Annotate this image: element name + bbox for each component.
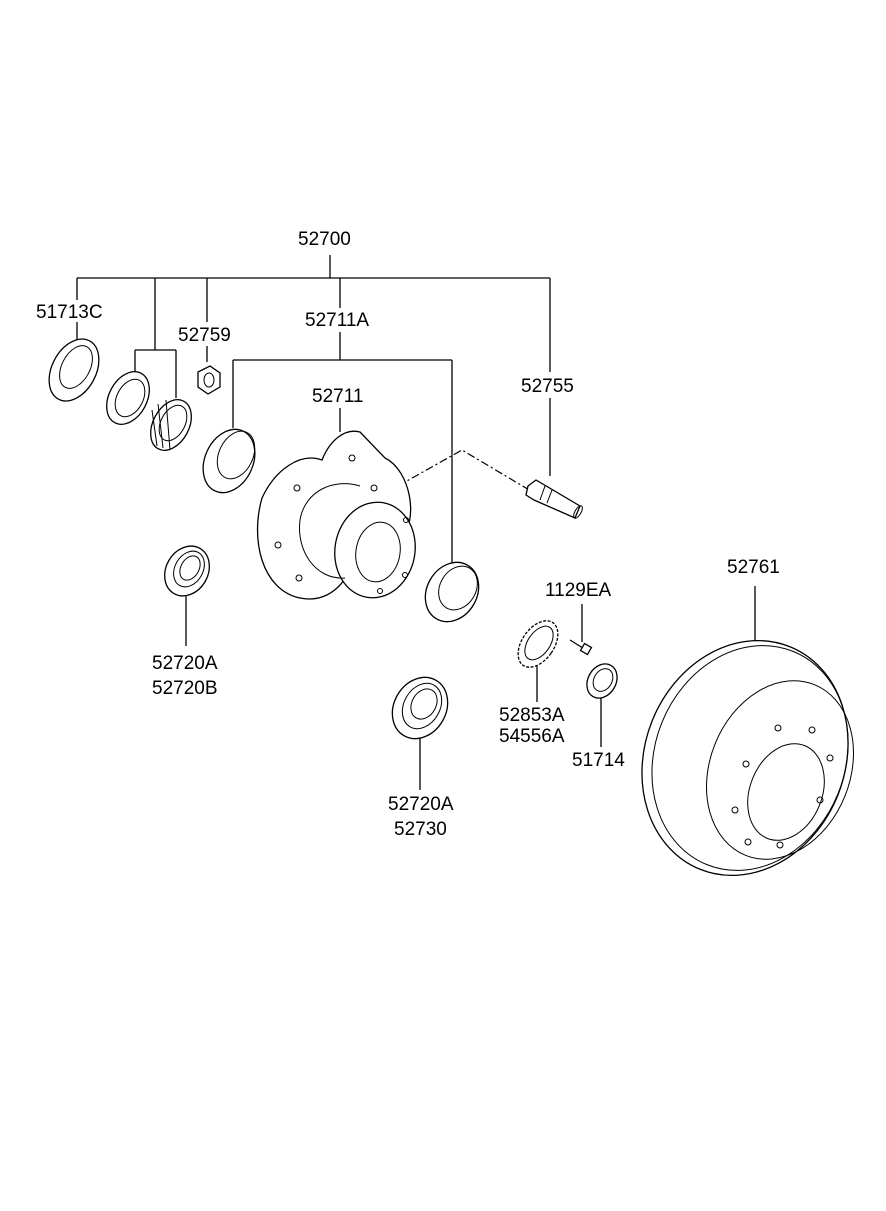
- tapered-bearing-part: [150, 399, 192, 451]
- label-seal-outer: 51713C: [36, 302, 103, 323]
- label-hub-bolt-group: 52711A: [305, 310, 369, 331]
- sealed-bearing-center-part: [391, 676, 449, 740]
- nut-part: [197, 365, 221, 395]
- label-seal-inner: 51714: [572, 750, 625, 771]
- bearing-race-part: [106, 371, 150, 425]
- toothed-ring-part: [517, 620, 559, 668]
- sealed-bearing-left-part: [163, 545, 211, 597]
- wheel-stud-part: [525, 479, 583, 519]
- inner-seal-part: [586, 663, 618, 699]
- bearing-cup-left-part: [202, 428, 256, 494]
- bearing-cup-right-part: [424, 561, 480, 623]
- label-bearing-center-a: 52720A: [388, 794, 454, 815]
- brake-drum-part: [641, 639, 854, 877]
- label-drum: 52761: [727, 557, 780, 578]
- screw-part: [569, 639, 593, 656]
- wheel-hub-part: [256, 430, 416, 600]
- label-nut: 52759: [178, 325, 231, 346]
- label-ring-b: 54556A: [499, 726, 565, 747]
- label-hub: 52711: [312, 386, 363, 407]
- label-assembly: 52700: [298, 229, 351, 250]
- leader-lines: [76, 255, 756, 790]
- label-bearing-left-b: 52720B: [152, 678, 218, 699]
- label-screw: 1129EA: [545, 580, 612, 601]
- label-ring-a: 52853A: [499, 705, 565, 726]
- label-bearing-left-a: 52720A: [152, 653, 218, 674]
- outer-seal-part: [48, 338, 100, 402]
- label-wheel-stud: 52755: [521, 376, 574, 397]
- label-bearing-center-b: 52730: [394, 819, 447, 840]
